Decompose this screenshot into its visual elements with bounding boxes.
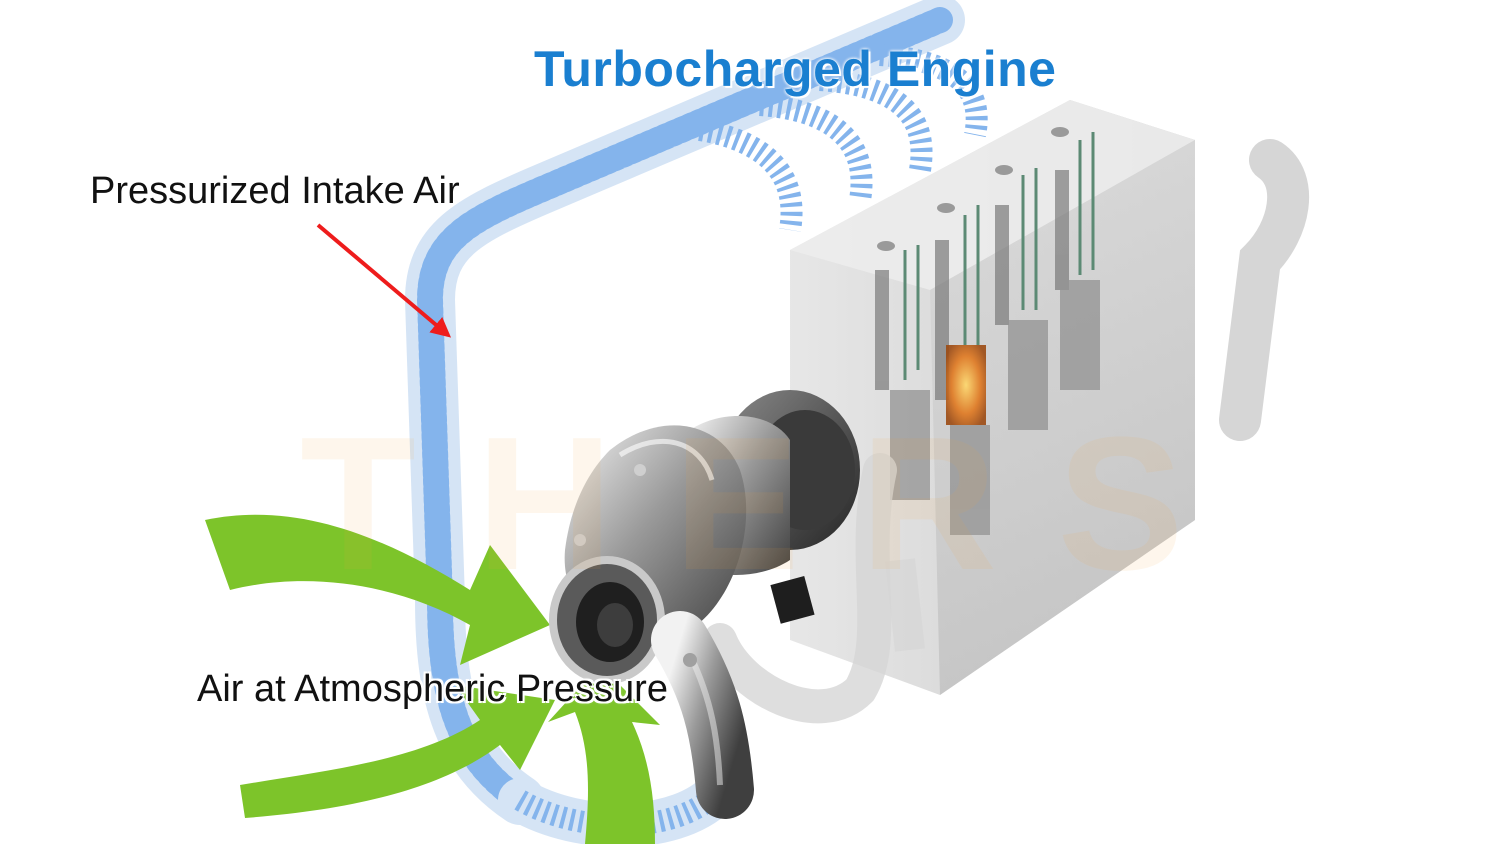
- bolt-holes: [877, 127, 1069, 251]
- watermark-text: THERS: [300, 398, 1244, 610]
- label-atmospheric-air: Air at Atmospheric Pressure: [197, 668, 668, 710]
- combustion-chamber: [946, 345, 986, 425]
- turbocharger: [549, 390, 860, 819]
- airflow-arrow-bottom: [548, 665, 660, 844]
- atmospheric-airflow-arrows: [205, 514, 660, 844]
- engine-block: [703, 100, 1310, 724]
- diagram-title: Turbocharged Engine: [534, 41, 1057, 97]
- cylinders: [875, 170, 1100, 535]
- intake-pointer-arrow: [316, 223, 452, 338]
- label-pressurized-intake-air: Pressurized Intake Air: [90, 170, 460, 212]
- airflow-arrow-bottom-left: [240, 685, 555, 818]
- valves: [903, 132, 1095, 380]
- airflow-arrow-top: [205, 514, 550, 665]
